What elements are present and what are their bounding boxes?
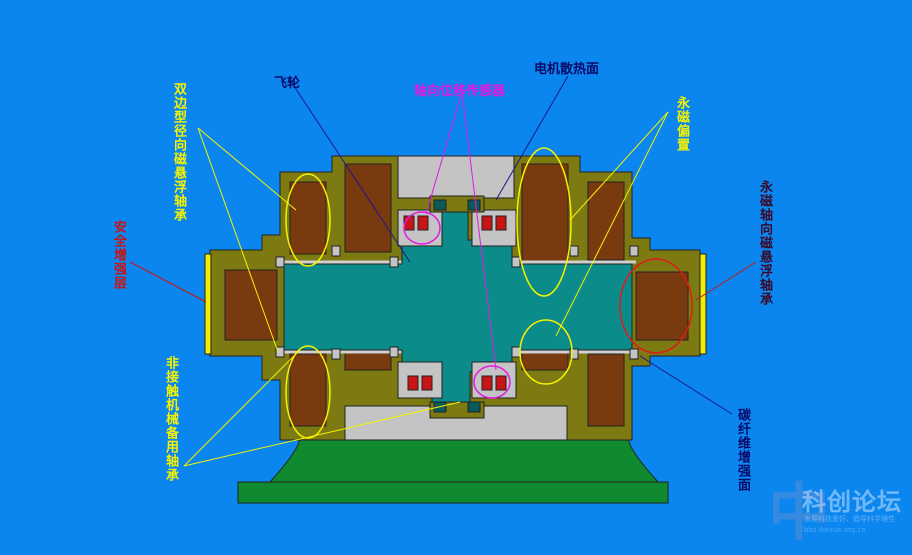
base-platform — [237, 436, 669, 504]
leader-lines — [129, 75, 757, 467]
label-motor-surface: 电机散热面 — [534, 62, 600, 77]
label-radial-bearing: 双边型径向磁悬浮轴承 — [171, 82, 186, 222]
watermark: 中 科创论坛 发展科技爱好、倡导科学理性 bbs.ikexue.org.cn — [768, 478, 912, 555]
label-carbon-fiber: 碳纤维增强面 — [735, 408, 750, 492]
watermark-title: 科创论坛 — [802, 488, 902, 516]
watermark-url: bbs.ikexue.org.cn — [804, 526, 866, 534]
label-axial-sensor: 轴向位移传感器 — [414, 84, 506, 99]
highlight-ellipses — [285, 147, 693, 439]
connectors — [275, 245, 639, 360]
axial-sensor-assemblies — [397, 195, 517, 419]
safety-layer-strips — [204, 253, 707, 355]
watermark-subtitle: 发展科技爱好、倡导科学理性 — [804, 515, 895, 523]
label-pm-bias: 永磁偏置 — [674, 96, 689, 152]
label-flywheel: 飞轮 — [274, 76, 301, 91]
label-pm-axial-bearing: 永磁轴向磁悬浮轴承 — [757, 180, 772, 306]
label-safety-layer: 安全增强层 — [111, 220, 126, 290]
label-backup-bearing: 非接触机械备用轴承 — [163, 356, 178, 482]
